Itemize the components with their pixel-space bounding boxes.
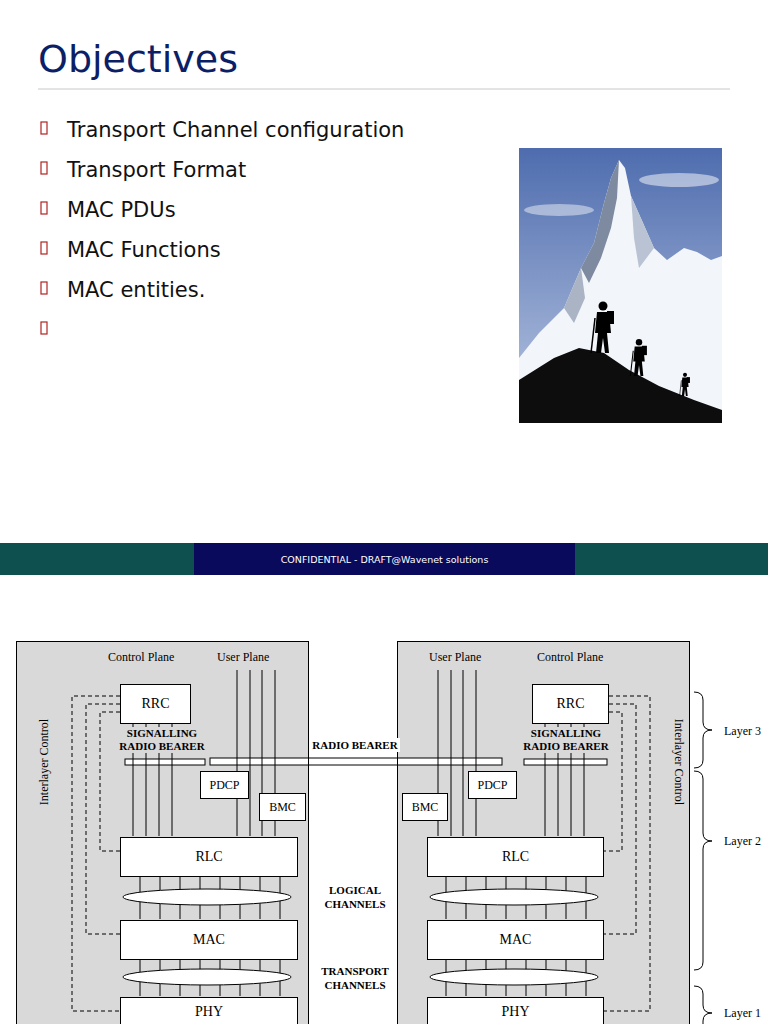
rlc-box: RLC [120, 837, 298, 877]
phy-box: PHY [120, 997, 298, 1024]
box-label: PHY [501, 1004, 529, 1020]
rock-shadow [631, 196, 654, 268]
channel-ellipse [123, 889, 291, 905]
plane-label: Control Plane [537, 650, 603, 664]
snow-peak [519, 160, 722, 423]
cloud [639, 173, 719, 187]
rlc-box: RLC [427, 837, 604, 877]
pdcp-box: PDCP [200, 771, 249, 799]
mountain-photo [519, 148, 722, 423]
footer-text: CONFIDENTIAL - DRAFT@Wavenet solutions [281, 554, 489, 565]
mac-box: MAC [427, 920, 604, 960]
bullet-mark [41, 322, 47, 334]
interlayer-label: Interlayer Control [37, 719, 51, 805]
box-label: RLC [502, 849, 529, 865]
panel-fill [397, 641, 690, 1024]
box-label: MAC [193, 932, 225, 948]
bullet-mark [41, 122, 47, 134]
plane-label: User Plane [429, 650, 481, 664]
box-label: PDCP [209, 778, 239, 793]
layer-brace [694, 771, 712, 970]
slide-title: Objectives [38, 36, 238, 82]
signalling-bearer-bar [524, 759, 607, 765]
climber [591, 302, 614, 354]
channel-label: TRANSPORT CHANNELS [313, 964, 397, 992]
box-label: BMC [412, 800, 439, 815]
climber [630, 339, 647, 376]
panel-fill [16, 641, 309, 1024]
foreground-ridge [519, 348, 722, 423]
layer-brace [694, 692, 712, 768]
box-label: RRC [556, 696, 584, 712]
protocol-stack-panel: RRC PDCP BMC RLC MAC PHY User Plane Control Pla… [397, 641, 690, 1024]
rrc-box: RRC [532, 684, 609, 724]
protocol-stack-panel: RRC PDCP BMC RLC MAC PHY Control Plane User Pla… [16, 641, 309, 1024]
channel-ellipse [123, 969, 291, 985]
box-label: BMC [269, 800, 296, 815]
bmc-box: BMC [259, 793, 306, 821]
footer-band: CONFIDENTIAL - DRAFT@Wavenet solutions [194, 543, 575, 575]
climber [680, 373, 690, 396]
interlayer-label: Interlayer Control [672, 719, 686, 805]
bullet-text: MAC entities. [67, 277, 205, 303]
bullet-mark [41, 202, 47, 214]
bearer-label: SIGNALLING RADIO BEARER [112, 727, 212, 753]
layer-label: Layer 1 [724, 1006, 761, 1020]
mac-box: MAC [120, 920, 298, 960]
box-label: RRC [141, 696, 169, 712]
sky [519, 148, 722, 423]
channel-ellipse [430, 889, 598, 905]
rock-shadow [581, 160, 619, 283]
pdcp-box: PDCP [468, 771, 517, 799]
bullet-text: MAC Functions [67, 237, 221, 263]
plane-label: Control Plane [108, 650, 174, 664]
signalling-bearer-bar [125, 759, 205, 765]
bearer-label: SIGNALLING RADIO BEARER [516, 727, 616, 753]
bullet-mark [41, 242, 47, 254]
layer-label: Layer 3 [724, 724, 761, 738]
rrc-box: RRC [120, 684, 191, 724]
channel-label: LOGICAL CHANNELS [313, 883, 397, 911]
footer-bar [0, 543, 768, 575]
bullet-text: MAC PDUs [67, 197, 176, 223]
box-label: RLC [195, 849, 222, 865]
box-label: MAC [500, 932, 532, 948]
bullet-mark [41, 162, 47, 174]
layer-brace [694, 986, 712, 1024]
radio-bearer-bar [210, 758, 502, 765]
bearer-label: RADIO BEARER [310, 738, 399, 752]
plane-label: User Plane [217, 650, 269, 664]
bullet-text: Transport Channel configuration [67, 117, 404, 143]
cloud [524, 204, 594, 216]
layer-label: Layer 2 [724, 834, 761, 848]
rock-shadow [564, 268, 585, 323]
bmc-box: BMC [402, 793, 448, 821]
box-label: PHY [195, 1004, 223, 1020]
bullet-mark [41, 282, 47, 294]
title-rule [38, 89, 730, 90]
bullet-marks [41, 122, 47, 334]
channel-ellipse [430, 969, 598, 985]
phy-box: PHY [427, 997, 604, 1024]
bullet-text: Transport Format [67, 157, 246, 183]
box-label: PDCP [477, 778, 507, 793]
